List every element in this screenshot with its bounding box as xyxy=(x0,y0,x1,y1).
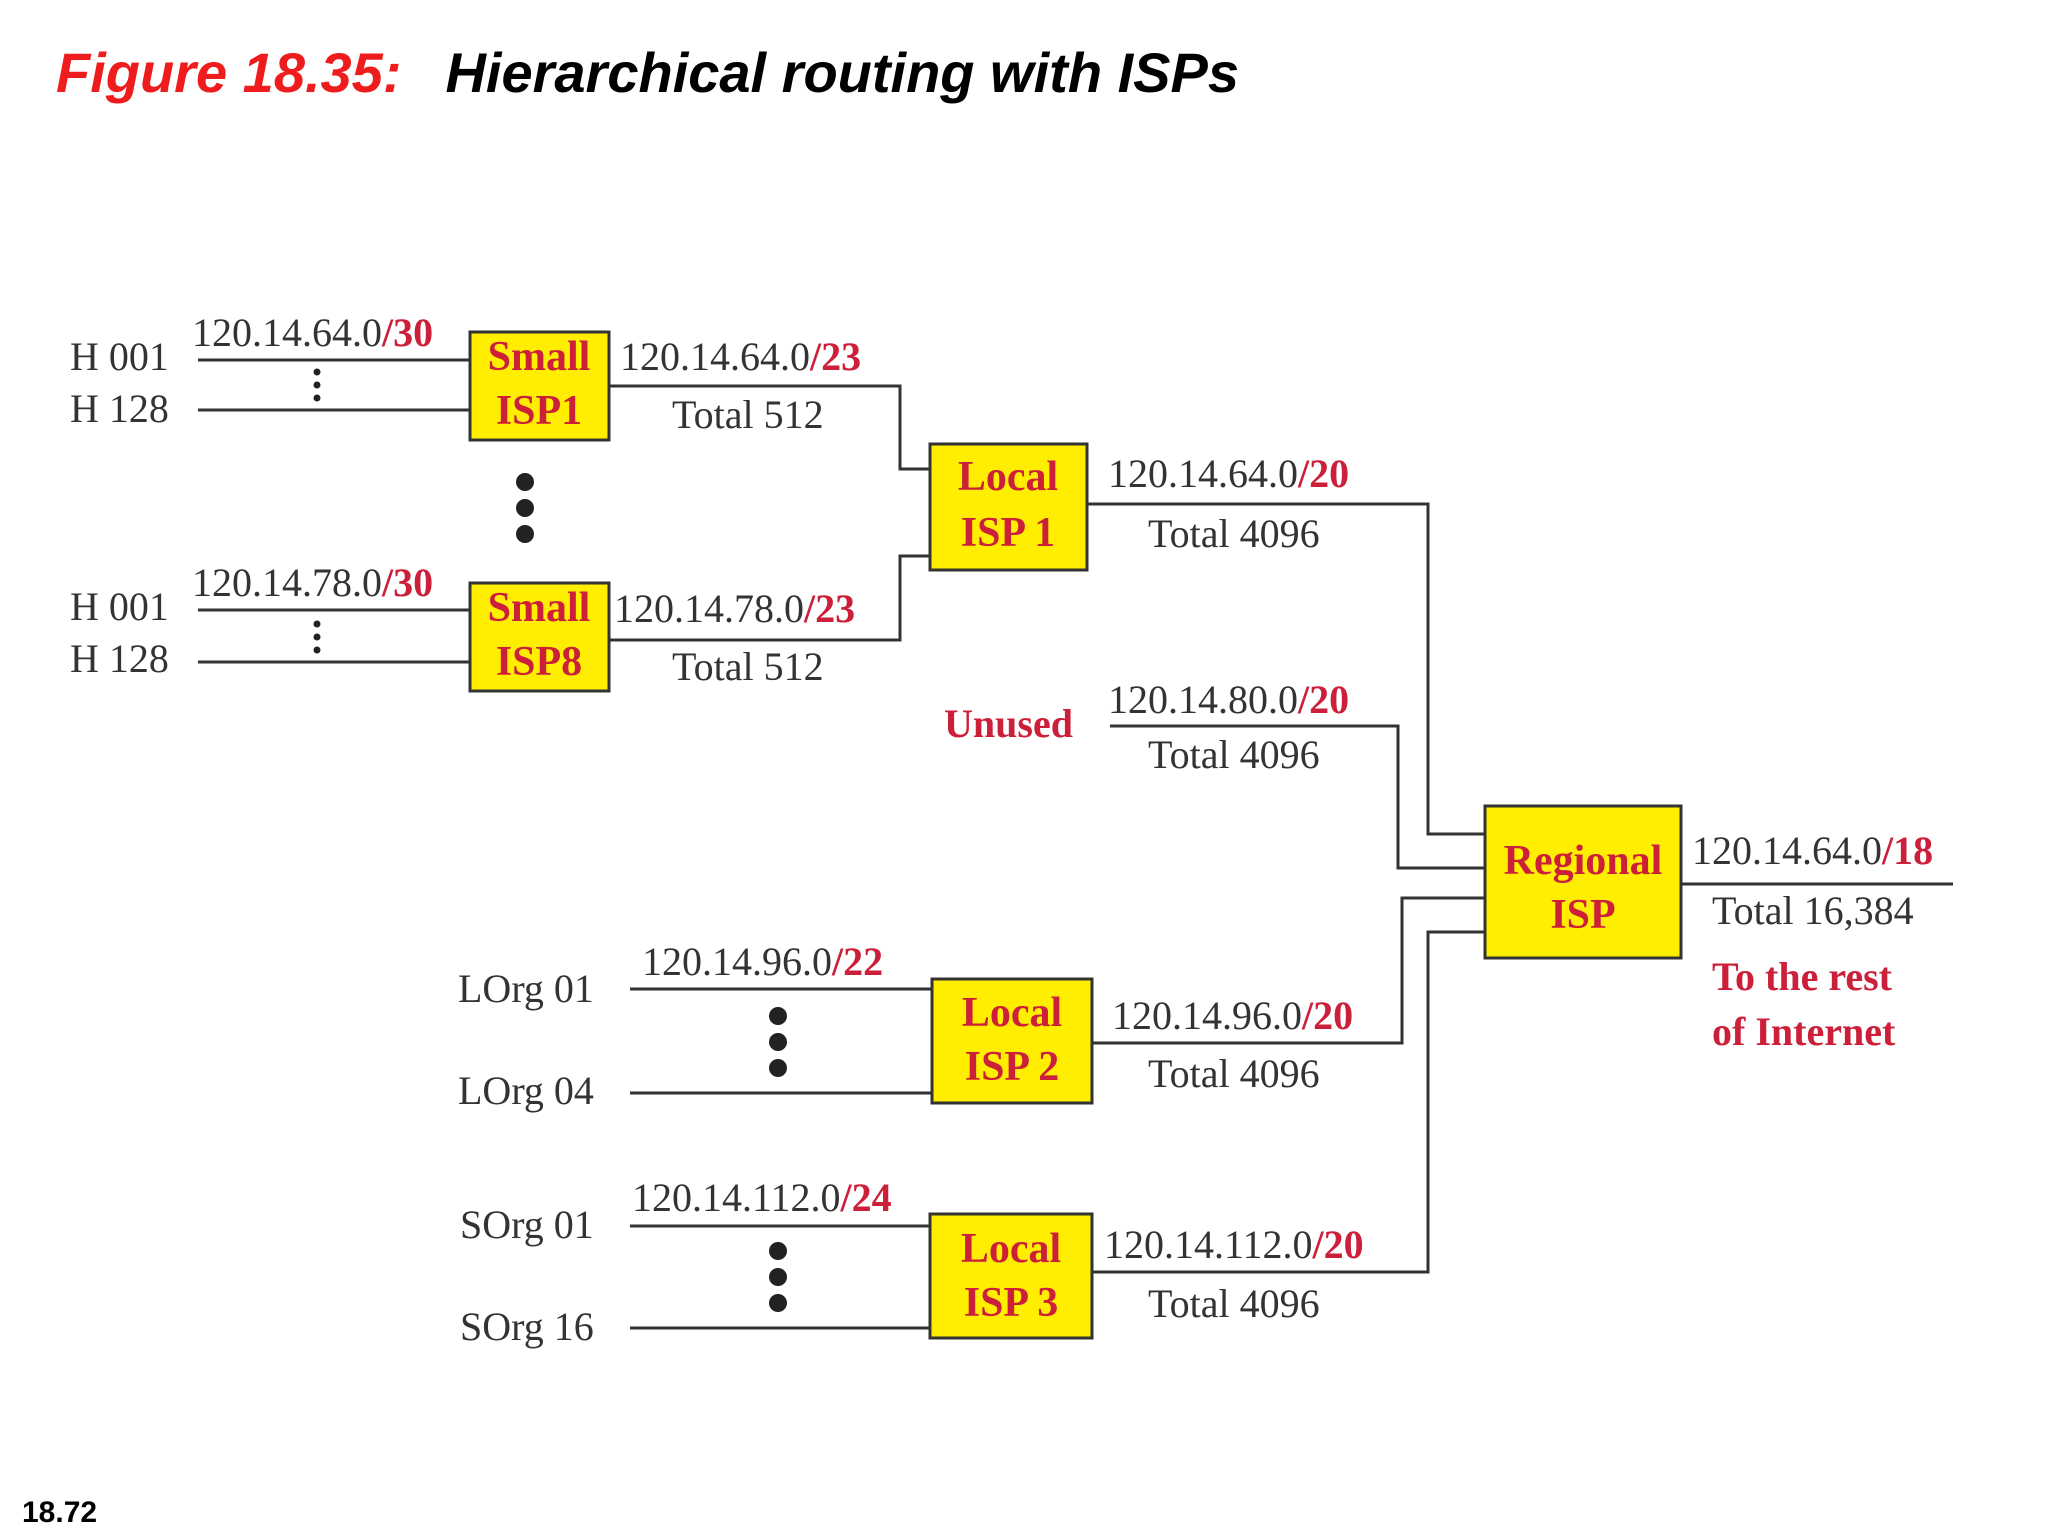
regional-isp-total-label: Total 16,384 xyxy=(1712,888,1914,933)
small-isp1-node xyxy=(468,330,611,442)
regional-isp-group: Regional ISP 120.14.64.0/18 Total 16,384… xyxy=(1483,804,1953,1054)
internet-note-line2: of Internet xyxy=(1712,1009,1896,1054)
ellipsis-dot xyxy=(313,394,321,402)
ellipsis-dot xyxy=(313,646,321,654)
regional-isp-label-line2: ISP xyxy=(1550,892,1615,938)
ellipsis-dot xyxy=(769,1059,787,1077)
local-isp1-node xyxy=(928,442,1089,572)
ellipsis-dot xyxy=(769,1242,787,1260)
local-isp2-label-line1: Local xyxy=(962,990,1062,1036)
local-isp1-label-line2: ISP 1 xyxy=(961,510,1056,556)
local-isp1-label-line1: Local xyxy=(958,454,1058,500)
unused-group: Unused 120.14.80.0/20 Total 4096 xyxy=(944,677,1485,870)
small-isp1-total-label: Total 512 xyxy=(672,392,824,437)
slide-number: 18.72 xyxy=(22,1496,98,1529)
link-local-isp1-regional xyxy=(1087,502,1485,836)
ellipsis-dot xyxy=(516,525,534,543)
local-isp2-group: LOrg 01 LOrg 04 120.14.96.0/22 Local ISP… xyxy=(458,896,1485,1113)
local-isp3-total-label: Total 4096 xyxy=(1148,1281,1320,1326)
link-small-isp8-local-isp1 xyxy=(609,554,930,642)
local-isp2-total-label: Total 4096 xyxy=(1148,1051,1320,1096)
small-isp1-out-prefix-label: 120.14.64.0/23 xyxy=(620,334,861,379)
link-local-isp2-regional xyxy=(1092,896,1485,1045)
small-isp8-label-line1: Small xyxy=(488,585,591,631)
ellipsis-dot xyxy=(313,368,321,376)
regional-isp-node xyxy=(1483,804,1683,960)
host-h001-label: H 001 xyxy=(70,334,169,379)
org-sorg01-label: SOrg 01 xyxy=(460,1202,594,1247)
link-local-isp3-regional xyxy=(1092,930,1485,1274)
local-isp3-label-line1: Local xyxy=(961,1226,1061,1272)
small-isp8-node xyxy=(468,581,611,693)
figure-number: Figure 18.35: xyxy=(56,41,402,104)
internet-note-line1: To the rest xyxy=(1712,954,1893,999)
local-isp3-node xyxy=(928,1212,1094,1340)
ellipsis-dot xyxy=(313,620,321,628)
local-isp1-total-label: Total 4096 xyxy=(1148,511,1320,556)
host-h128-label: H 128 xyxy=(70,386,169,431)
org-sorg16-label: SOrg 16 xyxy=(460,1304,594,1349)
local-isp3-out-prefix-label: 120.14.112.0/20 xyxy=(1104,1222,1364,1267)
regional-isp-label-line1: Regional xyxy=(1504,838,1663,884)
small-isp1-label-line1: Small xyxy=(488,334,591,380)
local-isp3-label-line2: ISP 3 xyxy=(964,1280,1059,1326)
ellipsis-dot xyxy=(516,473,534,491)
ellipsis-dot xyxy=(769,1268,787,1286)
local-isp2-out-prefix-label: 120.14.96.0/20 xyxy=(1112,993,1353,1038)
unused-total-label: Total 4096 xyxy=(1148,732,1320,777)
local-isp1-out-prefix-label: 120.14.64.0/20 xyxy=(1108,451,1349,496)
small-isp8-out-prefix-label: 120.14.78.0/23 xyxy=(614,586,855,631)
small-isp1-in-prefix-label: 120.14.64.0/30 xyxy=(192,310,433,355)
small-isp8-total-label: Total 512 xyxy=(672,644,824,689)
small-isp8-in-prefix-label: 120.14.78.0/30 xyxy=(192,560,433,605)
local-isp2-node xyxy=(930,977,1094,1105)
figure-title: Figure 18.35: Hierarchical routing with I… xyxy=(56,40,1239,105)
org-lorg01-label: LOrg 01 xyxy=(458,966,594,1011)
local-isp1-group: Local ISP 1 120.14.64.0/20 Total 4096 xyxy=(928,442,1485,836)
regional-isp-out-prefix-label: 120.14.64.0/18 xyxy=(1692,828,1933,873)
link-small-isp1-local-isp1 xyxy=(609,384,930,471)
ellipsis-dot xyxy=(769,1294,787,1312)
local-isp2-in-prefix-label: 120.14.96.0/22 xyxy=(642,939,883,984)
link-unused-regional xyxy=(1110,724,1485,870)
host-h001-label: H 001 xyxy=(70,584,169,629)
host-h128-label: H 128 xyxy=(70,636,169,681)
ellipsis-dot xyxy=(769,1033,787,1051)
local-isp3-in-prefix-label: 120.14.112.0/24 xyxy=(632,1175,892,1220)
small-isp1-label-line2: ISP1 xyxy=(496,388,582,434)
org-lorg04-label: LOrg 04 xyxy=(458,1068,594,1113)
local-isp3-group: SOrg 01 SOrg 16 120.14.112.0/24 Local IS… xyxy=(460,930,1485,1349)
small-isp8-group: H 001 H 128 120.14.78.0/30 Small ISP8 12… xyxy=(70,554,930,693)
ellipsis-dot xyxy=(769,1007,787,1025)
unused-out-prefix-label: 120.14.80.0/20 xyxy=(1108,677,1349,722)
local-isp2-label-line2: ISP 2 xyxy=(965,1044,1060,1090)
small-isp1-group: H 001 H 128 120.14.64.0/30 Small ISP1 12… xyxy=(70,310,930,471)
figure-caption: Hierarchical routing with ISPs xyxy=(445,41,1239,104)
small-isp8-label-line2: ISP8 xyxy=(496,639,582,685)
ellipsis-dot xyxy=(313,381,321,389)
ellipsis-dot xyxy=(313,633,321,641)
ellipsis-dot xyxy=(516,499,534,517)
unused-label: Unused xyxy=(944,701,1073,746)
